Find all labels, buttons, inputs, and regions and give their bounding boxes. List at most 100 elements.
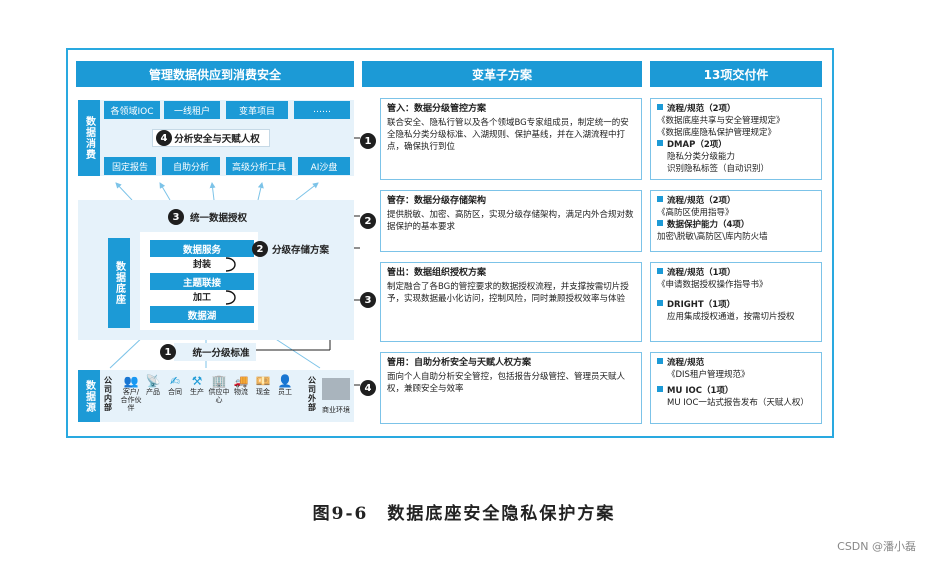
plan3-title: 管出：数据组织授权方案 (387, 267, 635, 279)
deliverable2-line1: 《高防区使用指导》 (657, 207, 815, 219)
step2-row: 2 分级存储方案 (252, 240, 338, 258)
contract-label: 合同 (164, 388, 186, 396)
deliverable2-group1: 流程/规范（2项） 《高防区使用指导》 (657, 195, 815, 219)
plan3-number: 3 (360, 292, 376, 308)
plan1-title: 管入：数据分级管控方案 (387, 103, 635, 115)
consume-chip-more: …… (294, 101, 350, 119)
consume-chip-advanced: 高级分析工具 (226, 157, 292, 175)
deliverable4-line2: MU IOC一站式报告发布（天赋人权） (657, 397, 815, 409)
step3-number: 3 (168, 209, 184, 225)
layer-data-lake: 数据湖 (150, 306, 254, 323)
production-item: ⚒生产 (186, 374, 208, 396)
production-label: 生产 (186, 388, 208, 396)
deliverable2-box: 流程/规范（2项） 《高防区使用指导》 数据保护能力（4项） 加密\脱敏\高防区… (650, 190, 822, 252)
contract-icon: ✍ (164, 374, 186, 388)
consume-label: 数据消费 (78, 100, 100, 176)
step3-label: 统一数据授权 (190, 210, 247, 224)
step3-row: 3 统一数据授权 (168, 208, 254, 226)
employee-label: 员工 (274, 388, 296, 396)
deliverable4-line1: 《DIS租户管理规范》 (657, 369, 815, 381)
cash-icon: 💴 (252, 374, 274, 388)
logistics-icon: 🚚 (230, 374, 252, 388)
step4-label: 分析安全与天赋人权 (162, 131, 260, 145)
deliverable3-head1: 流程/规范（1项） (667, 268, 736, 278)
plan2-number: 2 (360, 213, 376, 229)
plan2-title: 管存：数据分级存储架构 (387, 195, 635, 207)
deliverable4-box: 流程/规范 《DIS租户管理规范》 MU IOC（1项） MU IOC一站式报告… (650, 352, 822, 424)
deliverable1-group2: DMAP（2项） 隐私分类分级能力 识别隐私标签（自动识别） (657, 139, 815, 175)
step1-label: 统一分级标准 (180, 345, 249, 359)
consume-chip-ai: AI沙盘 (298, 157, 350, 175)
plan1-number: 1 (360, 133, 376, 149)
step2-number: 2 (252, 241, 268, 257)
partner-icon: 👥 (120, 374, 142, 388)
source-internal-label: 公司内部 (104, 376, 116, 412)
deliverable3-group1: 流程/规范（1项） 《申请数据授权操作指导书》 (657, 267, 815, 291)
plan3-box: 管出：数据组织授权方案 制定融合了各BG的管控要求的数据授权流程，并支撑按需切片… (380, 262, 642, 342)
contract-item: ✍合同 (164, 374, 186, 396)
deliverable4-group1: 流程/规范 《DIS租户管理规范》 (657, 357, 815, 381)
deliverable2-head1: 流程/规范（2项） (667, 196, 736, 206)
deliverable3-group2: DRIGHT（1项） 应用集成授权通道，按需切片授权 (657, 299, 815, 323)
business-environment-label: 商业环境 (318, 405, 354, 415)
deliverable2-group2: 数据保护能力（4项） 加密\脱敏\高防区\库内防火墙 (657, 219, 815, 243)
deliverable1-line2: 《数据底座隐私保护管理规定》 (657, 127, 815, 139)
plan2-body: 提供脱敏、加密、高防区，实现分级存储架构，满足内外合规对数据保护的基本要求 (387, 209, 635, 233)
cycle-arrows (224, 255, 244, 307)
plan4-body: 面向个人自助分析安全管控，包括报告分级管控、管理员天赋人权，兼顾安全与效率 (387, 371, 635, 395)
plan1-body: 联合安全、隐私行管以及各个领域BG专家组成员，制定统一的安全隐私分类分级标准、入… (387, 117, 635, 153)
deliverable4-head1: 流程/规范 (667, 358, 704, 368)
consume-chip-selfservice: 自助分析 (162, 157, 220, 175)
source-label: 数据源 (78, 370, 100, 422)
product-item: 📡产品 (142, 374, 164, 396)
logistics-label: 物流 (230, 388, 252, 396)
deliverable3-line1: 《申请数据授权操作指导书》 (657, 279, 815, 291)
foundation-label: 数据底座 (108, 238, 130, 328)
watermark: CSDN @潘小磊 (837, 538, 916, 554)
figure-caption: 图9-6 数据底座安全隐私保护方案 (0, 499, 928, 524)
cash-item: 💴现金 (252, 374, 274, 396)
deliverable1-head1: 流程/规范（2项） (667, 104, 736, 114)
deliverable1-line3: 隐私分类分级能力 (657, 151, 815, 163)
consume-chip-tenant: 一线租户 (164, 101, 220, 119)
product-label: 产品 (142, 388, 164, 396)
deliverable1-head2: DMAP（2项） (667, 140, 727, 150)
deliverable4-head2: MU IOC（1项） (667, 386, 733, 396)
partner-label: 客户/合作伙伴 (120, 388, 142, 412)
plan1-box: 管入：数据分级管控方案 联合安全、隐私行管以及各个领域BG专家组成员，制定统一的… (380, 98, 642, 180)
consume-chip-project: 变革项目 (226, 101, 288, 119)
deliverable4-group2: MU IOC（1项） MU IOC一站式报告发布（天赋人权） (657, 385, 815, 409)
deliverable3-line2: 应用集成授权通道，按需切片授权 (657, 311, 815, 323)
deliverable3-box: 流程/规范（1项） 《申请数据授权操作指导书》 DRIGHT（1项） 应用集成授… (650, 262, 822, 342)
step4-number: 4 (156, 130, 172, 146)
deliverable2-head2: 数据保护能力（4项） (667, 220, 749, 230)
business-environment-photo (322, 378, 350, 400)
deliverable3-head2: DRIGHT（1项） (667, 300, 735, 310)
supply-icon: 🏢 (208, 374, 230, 388)
step1-number: 1 (160, 344, 176, 360)
plan2-box: 管存：数据分级存储架构 提供脱敏、加密、高防区，实现分级存储架构，满足内外合规对… (380, 190, 642, 252)
production-icon: ⚒ (186, 374, 208, 388)
deliverable2-line2: 加密\脱敏\高防区\库内防火墙 (657, 231, 815, 243)
plan3-body: 制定融合了各BG的管控要求的数据授权流程，并支撑按需切片授予，实现数据最小化访问… (387, 281, 635, 305)
plan4-title: 管用：自助分析安全与天赋人权方案 (387, 357, 635, 369)
source-icons: 👥客户/合作伙伴 📡产品 ✍合同 ⚒生产 🏢供应中心 🚚物流 💴现金 👤员工 (120, 374, 296, 420)
plan4-number: 4 (360, 380, 376, 396)
step2-label: 分级存储方案 (272, 242, 329, 256)
deliverable1-line1: 《数据底座共享与安全管理规定》 (657, 115, 815, 127)
employee-icon: 👤 (274, 374, 296, 388)
deliverable1-group1: 流程/规范（2项） 《数据底座共享与安全管理规定》 《数据底座隐私保护管理规定》 (657, 103, 815, 139)
supply-item: 🏢供应中心 (208, 374, 230, 404)
consume-chip-report: 固定报告 (104, 157, 156, 175)
plan4-box: 管用：自助分析安全与天赋人权方案 面向个人自助分析安全管控，包括报告分级管控、管… (380, 352, 642, 424)
step1-pill: 统一分级标准 (174, 343, 256, 361)
employee-item: 👤员工 (274, 374, 296, 396)
deliverable1-box: 流程/规范（2项） 《数据底座共享与安全管理规定》 《数据底座隐私保护管理规定》… (650, 98, 822, 180)
consume-chip-ioc: 各领域IOC (104, 101, 160, 119)
supply-label: 供应中心 (208, 388, 230, 404)
deliverable1-line4: 识别隐私标签（自动识别） (657, 163, 815, 175)
product-icon: 📡 (142, 374, 164, 388)
cash-label: 现金 (252, 388, 274, 396)
partner-item: 👥客户/合作伙伴 (120, 374, 142, 412)
logistics-item: 🚚物流 (230, 374, 252, 396)
